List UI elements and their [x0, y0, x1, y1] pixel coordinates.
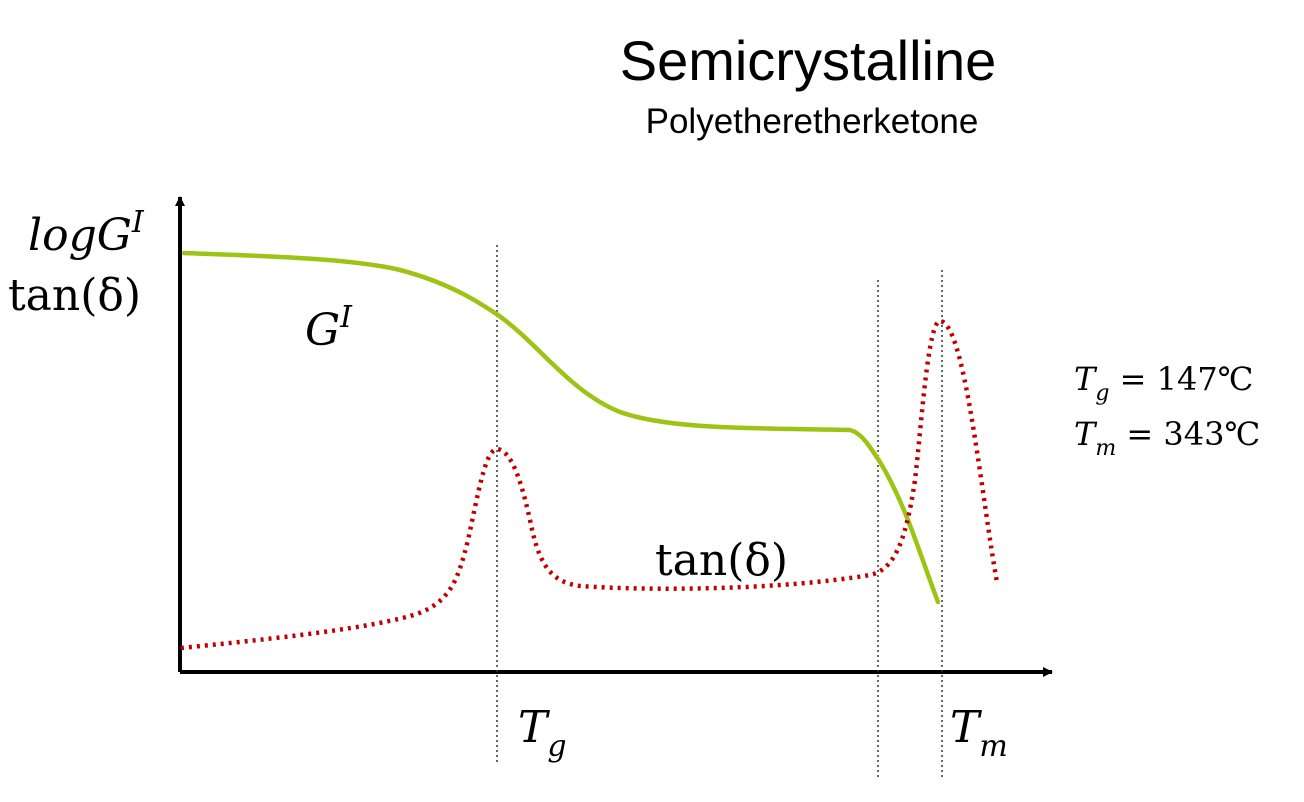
chart-title: Semicrystalline	[620, 29, 997, 92]
y-axis-label-tan: tan(δ)	[8, 270, 141, 321]
annotation-tm: Tm = 343℃	[1074, 415, 1260, 461]
chart-subtitle: Polyetheretherketone	[646, 102, 979, 141]
annotation-tg: Tg = 147℃	[1074, 360, 1253, 406]
series-line-g-prime	[181, 250, 941, 605]
y-axis-label-logg: logGI	[28, 205, 145, 261]
series-line-tan-delta	[180, 318, 1000, 651]
series-label-g-prime: GI	[305, 300, 353, 356]
x-marker-tg: Tg	[518, 702, 567, 764]
series-label-tan-delta: tan(δ)	[655, 535, 788, 586]
x-marker-tm: Tm	[950, 702, 1008, 764]
